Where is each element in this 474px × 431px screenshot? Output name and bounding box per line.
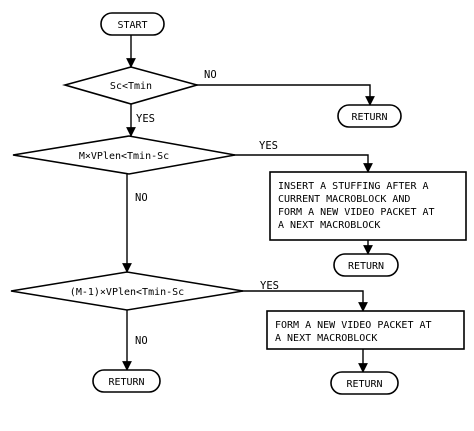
edge-cond2-yes <box>221 154 373 173</box>
action-2-line-2: A NEXT MACROBLOCK <box>275 333 377 344</box>
edge-labels: NO YES YES NO YES NO <box>135 69 279 347</box>
connectors <box>122 35 375 373</box>
edge-cond3-yes <box>238 290 368 312</box>
return-node-1: RETURN <box>337 104 402 128</box>
return-3-label: RETURN <box>346 379 382 390</box>
decision-m-vplen: M×VPlen<Tmin-Sc <box>12 135 236 175</box>
return-node-4: RETURN <box>92 369 161 393</box>
start-label: START <box>117 20 147 31</box>
action-2-line-1: FORM A NEW VIDEO PACKET AT <box>275 320 432 331</box>
return-2-label: RETURN <box>348 261 384 272</box>
return-node-3: RETURN <box>330 371 399 395</box>
decision-2-label: M×VPlen<Tmin-Sc <box>79 151 169 162</box>
action-1-line-2: CURRENT MACROBLOCK AND <box>278 194 410 205</box>
decision-sc-lt-tmin: Sc<Tmin <box>62 66 200 105</box>
cond2-no-label: NO <box>135 192 148 204</box>
cond3-no-label: NO <box>135 335 148 347</box>
cond3-yes-label: YES <box>260 280 279 292</box>
action-insert-stuffing: INSERT A STUFFING AFTER A CURRENT MACROB… <box>269 171 467 241</box>
cond1-no-label: NO <box>204 69 217 81</box>
decision-3-label: (M-1)×VPlen<Tmin-Sc <box>70 287 184 298</box>
return-4-label: RETURN <box>108 377 144 388</box>
return-node-2: RETURN <box>333 253 399 277</box>
action-1-line-3: FORM A NEW VIDEO PACKET AT <box>278 207 435 218</box>
edge-cond1-no <box>194 84 375 106</box>
decision-1-label: Sc<Tmin <box>110 81 152 92</box>
decision-m-minus-1-vplen: (M-1)×VPlen<Tmin-Sc <box>10 271 244 311</box>
start-node: START <box>100 12 165 36</box>
action-1-line-1: INSERT A STUFFING AFTER A <box>278 181 429 192</box>
action-form-new-packet: FORM A NEW VIDEO PACKET AT A NEXT MACROB… <box>266 310 465 350</box>
cond2-yes-label: YES <box>259 140 278 152</box>
action-1-line-4: A NEXT MACROBLOCK <box>278 220 380 231</box>
return-1-label: RETURN <box>351 112 387 123</box>
cond1-yes-label: YES <box>136 113 155 125</box>
